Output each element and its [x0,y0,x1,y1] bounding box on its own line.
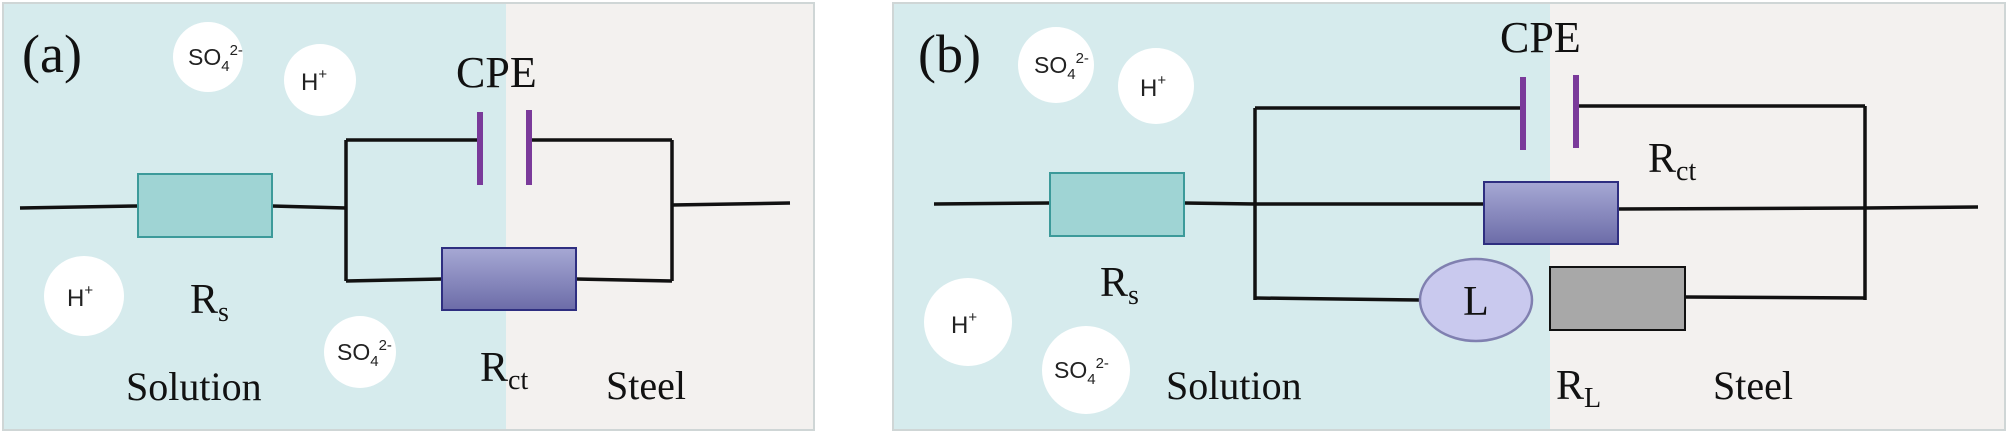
ion-so4: SO42- [1018,27,1094,103]
ion-circle [44,256,124,336]
resistor-rct [441,247,577,311]
panel-b-border [892,2,2006,431]
rl-label: RL [1556,363,1601,414]
ion-so4: SO42- [1042,326,1130,414]
circuit-wires-a [19,138,791,283]
panel-a-label: (a) [22,24,82,84]
inductor-label: L [1463,279,1489,325]
ion-h: H+ [924,278,1012,366]
ion-circle [284,44,356,116]
resistor-rct [1483,181,1619,245]
panel-b-label: (b) [918,24,981,84]
ion-circle [1042,326,1130,414]
resistor-rl [1549,266,1686,331]
svg-text:H+: H+ [67,282,93,312]
rct-label: Rct [1648,136,1696,187]
cpe-label: CPE [456,48,537,97]
ion-h: H+ [44,256,124,336]
panel-a: (a) SO42- H+ H+ SO42- [2,2,815,431]
ion-h: H+ [284,44,356,116]
svg-text:SO42-: SO42- [1034,50,1089,83]
panel-b-solution-region [893,3,1550,430]
ion-circle [324,316,396,388]
resistor-rs [1049,172,1185,237]
svg-text:H+: H+ [1140,72,1166,102]
svg-text:H+: H+ [301,66,327,96]
steel-label: Steel [606,363,686,408]
ion-circle [173,22,243,92]
solution-label: Solution [126,364,262,409]
panel-a-steel-region [506,3,814,430]
panel-b: (b) SO42- H+ H+ SO42- [892,2,2006,431]
panel-a-border [2,2,815,431]
rs-label: Rs [1100,260,1139,311]
panel-b-steel-region [1550,3,2005,430]
inductor-l [1418,257,1534,343]
ion-circle [924,278,1012,366]
ion-so4: SO42- [173,22,243,92]
steel-label: Steel [1713,363,1793,408]
cpe-element [1520,75,1579,150]
ion-so4: SO42- [324,316,396,388]
svg-text:SO42-: SO42- [188,42,243,75]
svg-text:SO42-: SO42- [337,337,392,370]
cpe-label: CPE [1500,13,1581,62]
svg-text:SO42-: SO42- [1054,355,1109,388]
solution-label: Solution [1166,363,1302,408]
cpe-element [477,110,532,185]
resistor-rs [137,173,273,238]
rct-label: Rct [480,345,528,396]
circuit-wires-b [933,104,1979,302]
rs-label: Rs [190,277,229,328]
ion-circle [1018,27,1094,103]
ion-circle [1118,48,1194,124]
ion-h: H+ [1118,48,1194,124]
svg-text:H+: H+ [951,309,977,339]
